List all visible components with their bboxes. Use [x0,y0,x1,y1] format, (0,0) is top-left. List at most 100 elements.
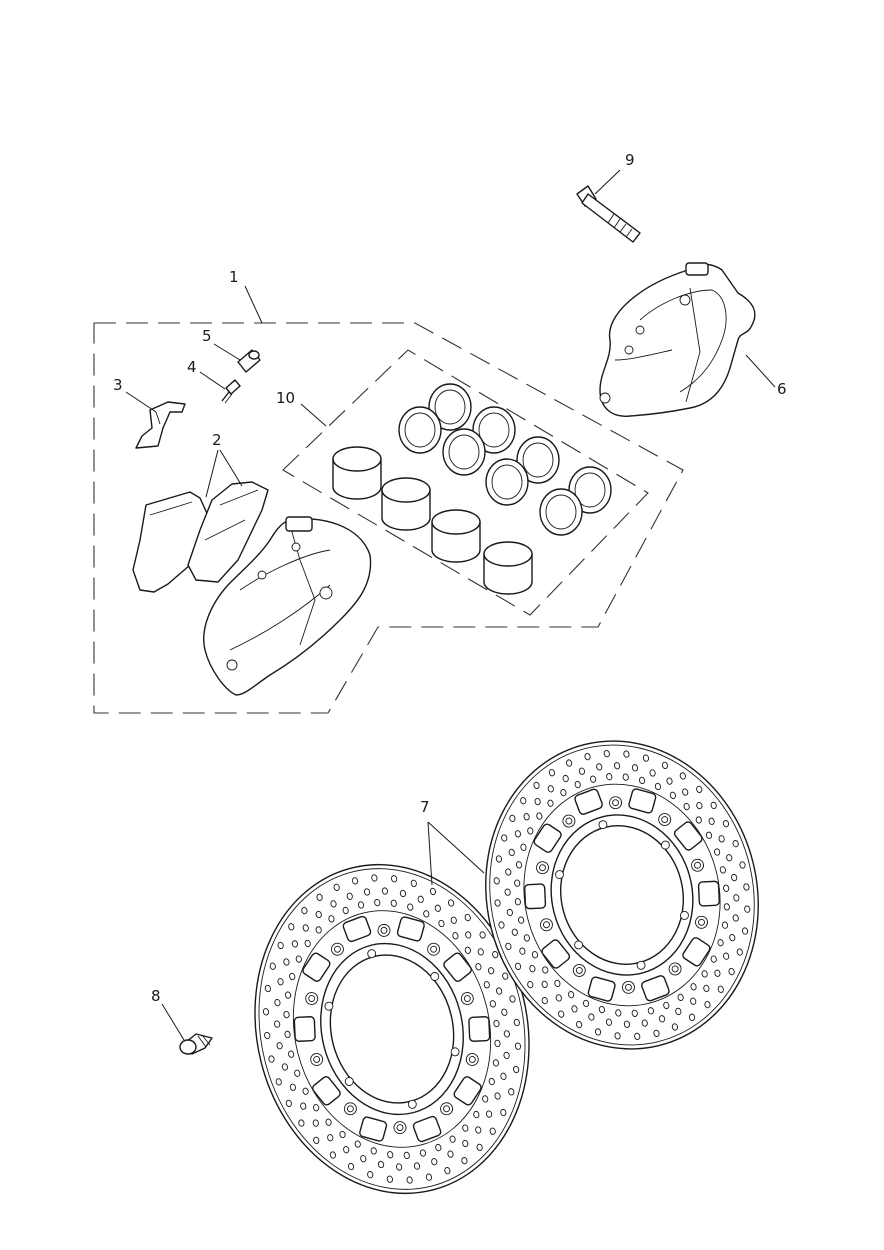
disc-hole [500,1072,507,1080]
disc-hole [717,985,724,993]
disc-hole [502,972,509,980]
disc-hole [461,1157,468,1165]
piston-top [332,446,382,472]
disc-hole [284,1030,291,1039]
disc-window [682,937,711,967]
disc-hole [277,978,284,986]
piston-top [483,541,533,567]
disc-hole [492,1059,499,1067]
disc-hole [555,994,562,1002]
disc-hole [669,791,676,799]
disc-hole [736,948,743,956]
disc-hole [283,1010,290,1019]
disc-hole [603,750,610,758]
disc-button [562,814,576,828]
disc-hole [342,906,349,915]
piston-seal-inner [404,412,436,448]
disc-hole [315,926,322,934]
disc-hole [313,1136,320,1145]
disc-hole [448,899,455,907]
disc-hole [477,948,484,956]
disc-button-inner [346,1105,354,1113]
disc-hole [438,919,445,928]
disc-hole [488,967,495,975]
disc-button [668,962,682,976]
seal-kit-part-10[interactable] [332,383,612,595]
disc-window [359,1116,388,1142]
piston-seal-inner [434,389,466,425]
disc-hole [403,1151,410,1160]
disc-hole [406,1176,413,1184]
disc-window [293,1016,316,1042]
disc-hole [473,1110,480,1119]
bleed-nipple-part-4[interactable] [221,379,241,404]
disc-hole [390,899,397,907]
disc-hole [513,1065,520,1074]
disc-button [572,963,586,977]
disc-hole [721,921,729,929]
piston-seal-inner [574,472,606,508]
disc-window [412,1115,442,1143]
disc-hole [623,1020,631,1028]
disc-hole [381,887,388,895]
disc-hole [514,962,522,970]
disc-button [658,813,672,827]
disc-hole [363,888,371,896]
disc-hole [679,772,686,780]
disc-hole [588,1013,595,1021]
disc-hole [514,1042,522,1050]
disc-hole [541,980,548,989]
pad-spring-part-3[interactable] [135,401,186,449]
disc-hole [503,1030,510,1038]
disc-hole [631,764,639,772]
disc-hole [590,775,597,783]
disc-hole [562,774,569,783]
brake-disc-part-7-front[interactable] [454,712,791,1078]
disc-hole [346,892,353,900]
disc-hole [493,877,500,885]
disc-hole [295,955,302,963]
disc-mount-hole [636,960,646,970]
disc-hole [494,1039,501,1048]
disc-bolt-part-8[interactable] [179,1033,213,1055]
callout-4: 4 [187,358,197,376]
disc-hole [582,999,590,1008]
disc-button-inner [443,1105,451,1113]
disc-hole [708,817,715,825]
disc-hole [264,1031,271,1040]
disc-hole [666,777,673,785]
disc-hole [509,995,516,1003]
disc-hole [634,1032,641,1040]
disc-button-inner [396,1124,404,1132]
bolt-part-9[interactable] [576,185,641,243]
disc-hole [568,991,575,999]
disc-hole [447,1150,454,1158]
callout-10: 10 [276,389,295,407]
disc-hole [649,769,656,777]
disc-hole [377,1160,385,1169]
disc-hole [462,1124,469,1132]
callout-7: 7 [420,798,430,816]
disc-hole [429,887,437,896]
bleed-cap-part-5[interactable] [237,349,261,373]
disc-hole [695,816,702,824]
disc-hole [613,762,621,770]
disc-hole [523,934,530,942]
disc-mount-hole [598,820,608,830]
disc-hole [492,951,499,959]
disc-hole [302,924,309,932]
disc-hole [495,987,503,995]
caliper-part-6[interactable] [599,262,756,417]
disc-button [460,992,474,1005]
disc-hole [425,1173,433,1181]
brake-disc-part-7-rear[interactable] [221,835,563,1222]
disc-hole [483,981,490,989]
disc-hole [729,933,736,942]
disc-button-inner [313,1056,321,1063]
brake-pads-part-2[interactable] [132,481,269,593]
disc-hole [527,980,534,989]
disc-hole [493,1019,500,1028]
disc-button-inner [624,983,632,991]
disc-window [533,823,562,853]
